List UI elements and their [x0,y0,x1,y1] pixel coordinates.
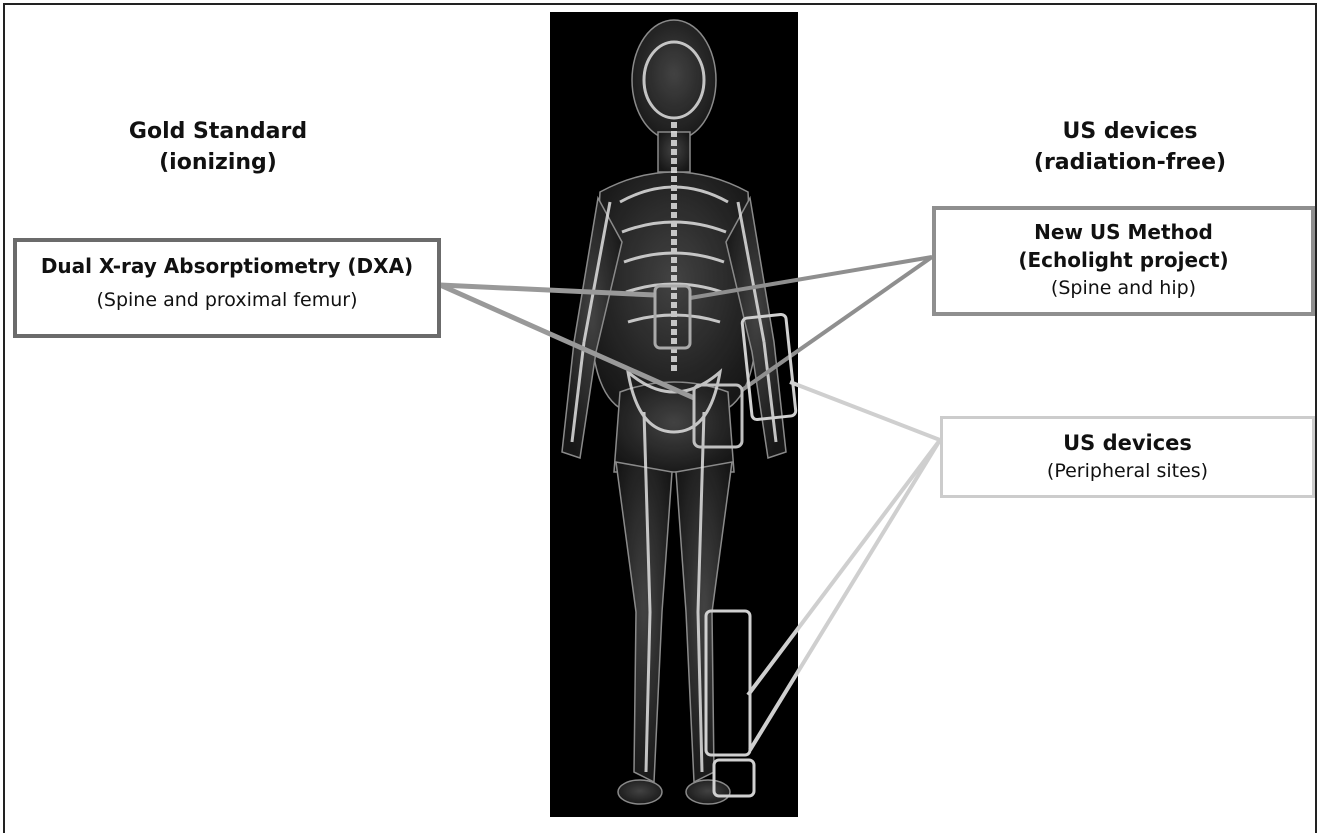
heel-region [714,760,754,796]
peripheral-to-tibia-line [748,440,940,695]
new-us-to-hip-line [742,257,932,390]
dxa-title: Dual X-ray Absorptiometry (DXA) [17,252,437,280]
spine-region [655,286,690,348]
peripheral-to-forearm-line [790,382,940,440]
us-peripheral-subtitle: (Peripheral sites) [943,457,1312,485]
dxa-to-spine-line [440,285,655,295]
new-us-connectors [690,257,932,390]
peripheral-to-heel-line [750,440,940,750]
new-us-title-line1: New US Method [936,218,1311,246]
us-peripheral-title: US devices [943,429,1312,457]
new-us-subtitle: (Spine and hip) [936,274,1311,302]
new-us-title-line2: (Echolight project) [936,246,1311,274]
dxa-subtitle: (Spine and proximal femur) [17,286,437,314]
highlight-regions [655,286,796,796]
hip-region [694,385,742,447]
new-us-method-box: New US Method (Echolight project) (Spine… [932,206,1315,316]
new-us-to-spine-line [690,257,932,298]
us-peripheral-box: US devices (Peripheral sites) [940,416,1315,498]
forearm-region [742,314,796,420]
tibia-region [706,611,750,755]
dxa-box: Dual X-ray Absorptiometry (DXA) (Spine a… [13,238,441,338]
peripheral-connectors [748,382,940,750]
